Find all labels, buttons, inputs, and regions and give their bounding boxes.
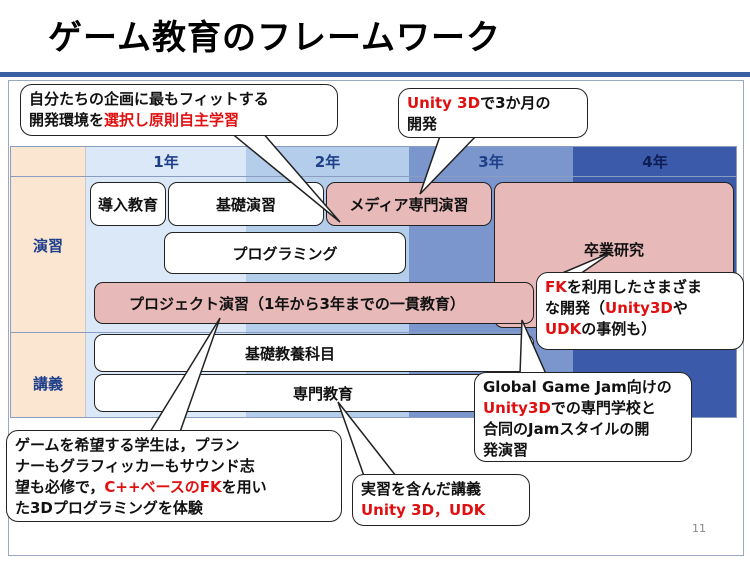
callout-fk-dev: FKを利用したさまざま な開発（Unity3Dや UDKの事例も） xyxy=(536,272,744,350)
callout-lecture-red: Unity 3D，UDK xyxy=(361,501,486,519)
callout-students-line2: ナーもグラフィッカーもサウンド志 xyxy=(15,457,255,475)
bar-media: メディア専門演習 xyxy=(326,182,492,226)
row-label-kogi: 講義 xyxy=(32,374,63,393)
slide-title: ゲーム教育のフレームワーク xyxy=(48,18,501,58)
callout-students-line3-pre: 望も必修で， xyxy=(15,478,105,496)
callout-fk-post2: や xyxy=(672,299,688,317)
callout-fk-red3: UDK xyxy=(545,320,582,338)
row-divider xyxy=(10,332,737,333)
callout-select-line1: 自分たちの企画に最もフィットする xyxy=(29,90,269,108)
callout-ggj-line4: 発演習 xyxy=(483,441,529,459)
bar-programming: プログラミング xyxy=(164,232,406,274)
bar-project: プロジェクト演習（1年から3年までの一貫教育） xyxy=(94,282,534,324)
callout-ggj-post: での専門学校と xyxy=(550,399,656,417)
callout-lecture-line1: 実習を含んだ講義 xyxy=(361,480,482,498)
callout-lecture: 実習を含んだ講義 Unity 3D，UDK xyxy=(352,474,530,526)
callout-ggj-red: Unity3D xyxy=(483,399,551,417)
row-label-enshu: 演習 xyxy=(32,236,63,255)
callout-select-line2-pre: 開発環境を xyxy=(29,111,105,129)
callout-select-line2-red: 選択し原則自主学習 xyxy=(104,111,240,129)
bar-kiso-enshu: 基礎演習 xyxy=(168,182,324,226)
bar-kiso-kyoyo: 基礎教養科目 xyxy=(94,334,534,372)
callout-ggj-line3: 合同のJamスタイルの開 xyxy=(483,420,650,438)
callout-fk-line2: な開発（ xyxy=(545,299,606,317)
callout-students-line4: た3Dプログラミングを体験 xyxy=(15,499,203,517)
callout-students-line1: ゲームを希望する学生は，プラン xyxy=(15,436,240,454)
year-header-1: 1年 xyxy=(153,152,179,171)
callout-fk-red1: FK xyxy=(545,278,567,296)
bar-senmon: 専門教育 xyxy=(94,374,534,412)
header-row-line xyxy=(10,176,737,177)
page-number: 11 xyxy=(692,522,706,535)
callout-fk-post3: の事例も） xyxy=(581,320,657,338)
callout-unity3m-red: Unity 3D xyxy=(407,94,481,112)
callout-fk-post1: を利用したさまざま xyxy=(566,278,702,296)
callout-students-line3-red: C++ベースのFK xyxy=(104,478,222,496)
callout-ggj-line1: Global Game Jam向けの xyxy=(483,378,672,396)
callout-global-game-jam: Global Game Jam向けの Unity3Dでの専門学校と 合同のJam… xyxy=(474,372,692,462)
year-header-3: 3年 xyxy=(478,152,504,171)
callout-select-env: 自分たちの企画に最もフィットする 開発環境を選択し原則自主学習 xyxy=(20,84,338,136)
callout-unity-3months: Unity 3Dで3か月の 開発 xyxy=(398,88,588,138)
title-rule xyxy=(0,72,750,77)
callout-students-line3-post: を用い xyxy=(221,478,267,496)
bar-donyu: 導入教育 xyxy=(90,182,166,226)
year-header-2: 2年 xyxy=(314,152,341,171)
callout-fk-red2: Unity3D xyxy=(605,299,673,317)
callout-unity3m-post: で3か月の xyxy=(480,94,551,112)
callout-students: ゲームを希望する学生は，プラン ナーもグラフィッカーもサウンド志 望も必修で，C… xyxy=(6,430,342,522)
callout-unity3m-line2: 開発 xyxy=(407,115,438,133)
year-header-4: 4年 xyxy=(642,152,668,171)
